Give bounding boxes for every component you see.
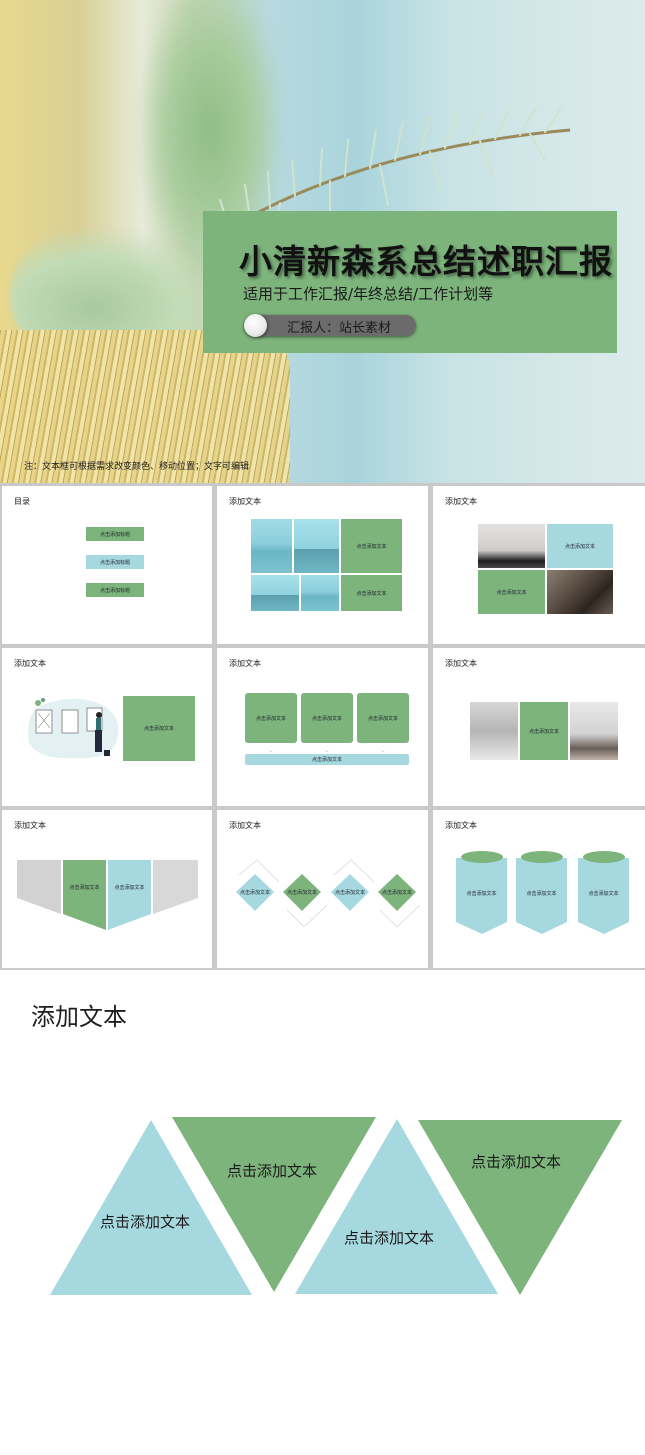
text-block[interactable]: 点击添加文本 <box>547 524 613 568</box>
triangle-text-2[interactable]: 点击添加文本 <box>227 1162 318 1180</box>
slide-title: 目录 <box>14 497 30 506</box>
text-block[interactable]: 点击添加文本 <box>341 519 402 573</box>
text-card[interactable]: 点击添加文本 <box>357 693 409 743</box>
banner-item[interactable]: 点击添加文本 <box>456 887 507 899</box>
text-block[interactable]: 点击添加文本 <box>123 696 195 761</box>
photo-sea <box>251 575 299 611</box>
text-card[interactable]: 点击添加文本 <box>245 693 297 743</box>
slide-title: 添加文本 <box>445 659 477 668</box>
diamond-item[interactable]: 点击添加文本 <box>330 886 370 898</box>
slide-thumb-7[interactable]: 添加文本 点击添加文本 点击添加文本 <box>2 810 212 968</box>
text-card-label: 点击添加文本 <box>255 715 286 722</box>
text-block-label: 点击添加文本 <box>356 543 387 550</box>
toggle-knob-icon <box>244 314 267 337</box>
slide-thumb-3[interactable]: 添加文本 点击添加文本 点击添加文本 <box>433 486 645 644</box>
slide-title: 添加文本 <box>445 497 477 506</box>
slide-title: 添加文本 <box>31 1003 127 1031</box>
banner-item[interactable]: 点击添加文本 <box>578 887 629 899</box>
toc-item-1[interactable]: 点击添加标题 <box>86 527 144 541</box>
summary-bar-label: 点击添加文本 <box>311 757 342 763</box>
text-card[interactable]: 点击添加文本 <box>301 693 353 743</box>
slide-thumbnail-grid: 目录 点击添加标题 点击添加标题 点击添加标题 添加文本 点击添加文本 点击添加… <box>0 483 645 970</box>
text-block-label: 点击添加文本 <box>528 728 559 735</box>
slide-thumb-5[interactable]: 添加文本 点击添加文本 点击添加文本 点击添加文本 ⌄ ⌄ ⌄ 点击添加文本 <box>217 648 428 806</box>
text-block[interactable]: 点击添加文本 <box>520 702 568 760</box>
toc-item-label: 点击添加标题 <box>99 559 130 566</box>
slide-thumb-2[interactable]: 添加文本 点击添加文本 点击添加文本 <box>217 486 428 644</box>
slide-title: 添加文本 <box>229 497 261 506</box>
banner-label: 点击添加文本 <box>526 890 557 897</box>
chevron-panels-shape <box>17 860 198 930</box>
slide-thumb-9[interactable]: 添加文本 点击添加文本 点击添加文本 点击添加文本 <box>433 810 645 968</box>
photo-monitor <box>470 702 518 760</box>
photo-sea <box>251 519 292 573</box>
chevron-down-icon: ⌄ <box>268 746 274 754</box>
diamond-shapes <box>236 859 421 928</box>
slide-title: 添加文本 <box>229 659 261 668</box>
summary-bar[interactable]: 点击添加文本 <box>245 754 409 765</box>
text-block-label: 点击添加文本 <box>143 726 174 732</box>
toc-item-2[interactable]: 点击添加标题 <box>86 555 144 569</box>
photo-workspace <box>570 702 618 760</box>
banner-label: 点击添加文本 <box>466 890 497 897</box>
text-block[interactable]: 点击添加文本 <box>341 575 402 611</box>
text-panel[interactable]: 点击添加文本 <box>63 880 106 894</box>
banner-item[interactable]: 点击添加文本 <box>516 887 567 899</box>
diamond-item[interactable]: 点击添加文本 <box>235 886 275 898</box>
photo-desk <box>478 524 545 568</box>
reporter-pill[interactable]: 汇报人：站长素材 <box>244 314 416 337</box>
slide-title: 添加文本 <box>14 821 46 830</box>
text-panel-label: 点击添加文本 <box>114 884 145 891</box>
cover-slide[interactable]: 小清新森系总结述职汇报 适用于工作汇报/年终总结/工作计划等 汇报人：站长素材 … <box>0 0 645 483</box>
chevron-down-icon: ⌄ <box>324 746 330 754</box>
text-block[interactable]: 点击添加文本 <box>478 570 545 614</box>
text-block-label: 点击添加文本 <box>356 590 387 597</box>
banner-cylinders <box>456 851 629 934</box>
reporter-label: 汇报人：站长素材 <box>287 321 392 336</box>
slide-thumb-6[interactable]: 添加文本 点击添加文本 <box>433 648 645 806</box>
slide-title: 添加文本 <box>445 821 477 830</box>
text-card-label: 点击添加文本 <box>367 715 398 722</box>
slide-title: 添加文本 <box>229 821 261 830</box>
slide-thumb-8[interactable]: 添加文本 点击添加文本 点击添加文本 点击添加文本 点击添加文本 <box>217 810 428 968</box>
toc-item-label: 点击添加标题 <box>99 531 130 538</box>
triangle-text-1[interactable]: 点击添加文本 <box>100 1213 191 1231</box>
banner-label: 点击添加文本 <box>588 890 619 897</box>
text-panel[interactable]: 点击添加文本 <box>108 880 151 894</box>
presentation-title: 小清新森系总结述职汇报 <box>239 242 613 281</box>
diamond-label: 点击添加文本 <box>286 889 317 896</box>
presentation-subtitle: 适用于工作汇报/年终总结/工作计划等 <box>243 285 494 303</box>
diamond-label: 点击添加文本 <box>381 889 412 896</box>
text-block-label: 点击添加文本 <box>496 589 527 596</box>
title-panel[interactable]: 小清新森系总结述职汇报 适用于工作汇报/年终总结/工作计划等 汇报人：站长素材 <box>203 211 617 353</box>
text-card-label: 点击添加文本 <box>311 715 342 722</box>
photo-person-laptop <box>547 570 613 614</box>
slide-triangles-large[interactable]: 添加文本 点击添加文本 点击添加文本 点击添加文本 点击添加文本 <box>0 970 645 1455</box>
diamond-item[interactable]: 点击添加文本 <box>282 886 322 898</box>
toc-item-3[interactable]: 点击添加标题 <box>86 583 144 597</box>
slide-title: 添加文本 <box>14 659 46 668</box>
photo-sea-rocks <box>301 575 339 611</box>
illustration-wireframe-icon <box>28 698 119 759</box>
diamond-label: 点击添加文本 <box>334 889 365 896</box>
cover-note: 注：文本框可根据需求改变颜色、移动位置；文字可编辑 <box>24 462 250 472</box>
slide-thumb-4[interactable]: 添加文本 点击添加文本 <box>2 648 212 806</box>
text-block-label: 点击添加文本 <box>564 543 595 550</box>
triangle-text-3[interactable]: 点击添加文本 <box>344 1229 435 1247</box>
background-basket <box>0 330 290 483</box>
slide-thumb-toc[interactable]: 目录 点击添加标题 点击添加标题 点击添加标题 <box>2 486 212 644</box>
toc-item-label: 点击添加标题 <box>99 587 130 594</box>
triangle-text-4[interactable]: 点击添加文本 <box>471 1153 562 1171</box>
triangle-shapes <box>50 1117 622 1295</box>
chevron-down-icon: ⌄ <box>380 746 386 754</box>
diamond-item[interactable]: 点击添加文本 <box>377 886 417 898</box>
photo-sea-rocks <box>294 519 339 573</box>
text-panel-label: 点击添加文本 <box>69 884 100 891</box>
diamond-label: 点击添加文本 <box>239 889 270 896</box>
